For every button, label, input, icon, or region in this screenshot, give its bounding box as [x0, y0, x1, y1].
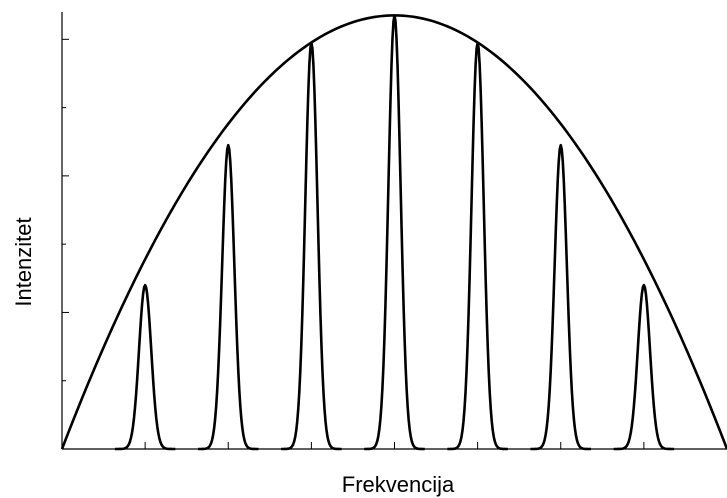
x-axis-label: Frekvencija — [342, 472, 455, 497]
mode-peak — [530, 143, 592, 451]
mode-peak — [613, 283, 675, 451]
envelope-layer — [60, 14, 727, 450]
mode-peak — [447, 41, 509, 451]
mode-peak — [280, 41, 342, 451]
mode-peak — [114, 283, 176, 451]
envelope-curve — [60, 14, 727, 450]
modes-layer — [114, 14, 675, 451]
y-axis-label: Intenzitet — [11, 217, 36, 306]
mode-peak — [363, 14, 426, 451]
mode-peak — [197, 143, 259, 451]
